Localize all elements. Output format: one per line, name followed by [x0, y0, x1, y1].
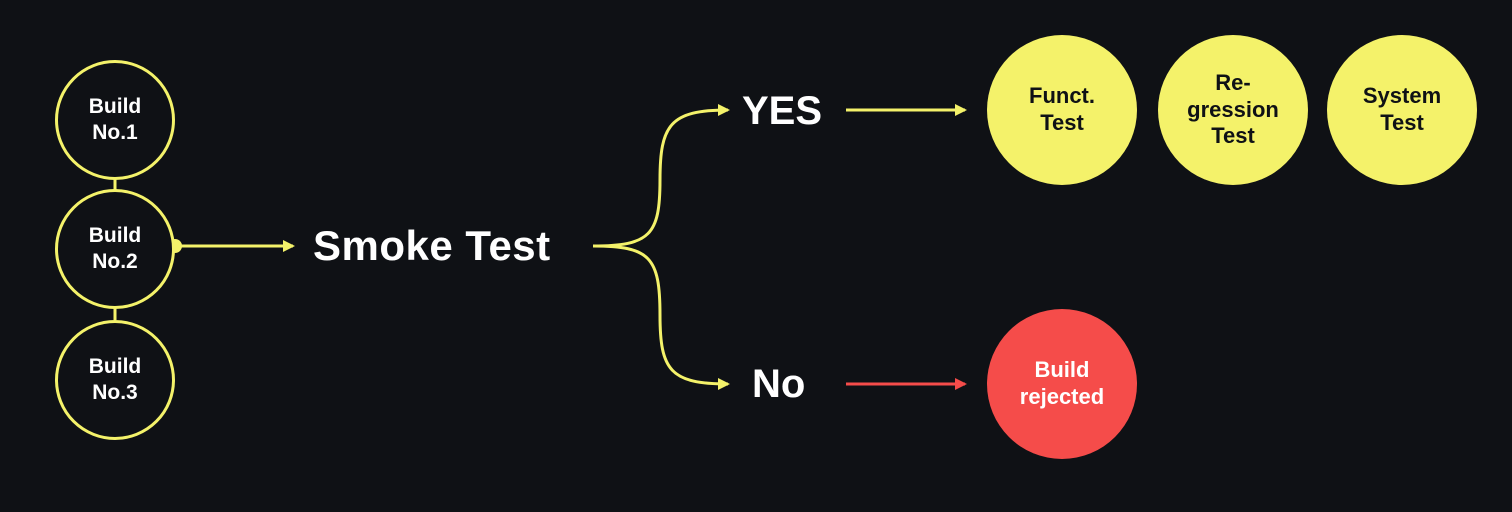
- build-node-1-line1: Build: [88, 95, 142, 119]
- smoke-test-label: Smoke Test: [313, 222, 551, 269]
- no-branch-label: No: [752, 362, 806, 406]
- build-node-3: Build No.3: [55, 320, 175, 440]
- build-node-2: Build No.2: [55, 189, 175, 309]
- build-node-2-line2: No.2: [92, 250, 138, 273]
- build-node-2-line1: Build: [88, 224, 142, 248]
- build-rejected-node: Build rejected: [987, 309, 1137, 459]
- regression-test-line1: Re-: [1215, 69, 1251, 95]
- build-rejected-line2: rejected: [1019, 384, 1105, 409]
- regression-test-line2: gression: [1187, 96, 1279, 122]
- build-node-1: Build No.1: [55, 60, 175, 180]
- system-test-line1: System: [1362, 83, 1442, 109]
- build-node-3-line1: Build: [88, 355, 142, 379]
- build-node-1-line2: No.1: [92, 121, 138, 144]
- regression-test-node: Re- gression Test: [1158, 35, 1308, 185]
- regression-test-line3: Test: [1211, 123, 1255, 149]
- functional-test-line2: Test: [1040, 110, 1084, 135]
- system-test-line2: Test: [1380, 110, 1424, 135]
- build-rejected-line1: Build: [1034, 357, 1090, 383]
- build-node-3-line2: No.3: [92, 381, 138, 404]
- yes-branch-label: YES: [742, 89, 823, 133]
- functional-test-line1: Funct.: [1029, 83, 1095, 109]
- branch-yes-curve: [592, 104, 730, 248]
- system-test-node: System Test: [1327, 35, 1477, 185]
- branch-no-curve: [592, 244, 730, 390]
- functional-test-node: Funct. Test: [987, 35, 1137, 185]
